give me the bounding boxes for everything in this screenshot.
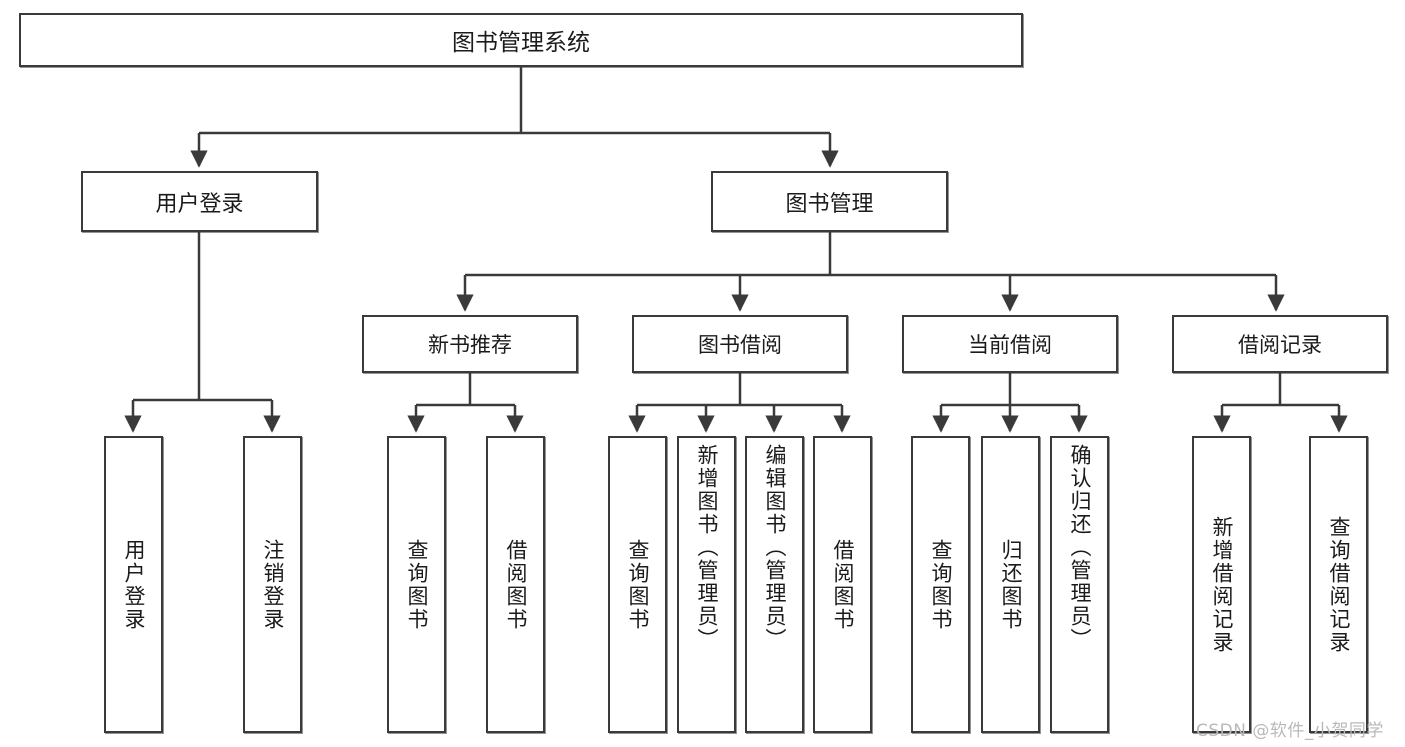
node-new-book-recommend-label: 新书推荐 (428, 333, 512, 357)
leaf-label: 借阅图书 (504, 538, 528, 631)
leaf-recommend-query-book[interactable]: 查询图书 (387, 436, 446, 733)
node-book-management[interactable]: 图书管理 (711, 171, 948, 232)
leaf-current-query-book[interactable]: 查询图书 (911, 436, 970, 733)
node-user-login[interactable]: 用户登录 (81, 171, 318, 232)
leaf-user-login-login[interactable]: 用户登录 (104, 436, 163, 733)
leaf-label: 新增图书（管理员） (695, 444, 719, 651)
leaf-label: 确认归还（管理员） (1068, 444, 1092, 651)
leaf-label: 归还图书 (999, 538, 1023, 631)
leaf-user-login-logout[interactable]: 注销登录 (243, 436, 302, 733)
leaf-borrow-borrow-book[interactable]: 借阅图书 (813, 436, 872, 733)
node-book-borrow[interactable]: 图书借阅 (632, 315, 848, 373)
leaf-current-confirm-return-admin[interactable]: 确认归还（管理员） (1050, 436, 1109, 733)
leaf-label: 查询图书 (929, 538, 953, 631)
leaf-borrow-add-book-admin[interactable]: 新增图书（管理员） (677, 436, 736, 733)
leaf-label: 查询图书 (626, 538, 650, 631)
node-current-borrow-label: 当前借阅 (968, 333, 1052, 357)
leaf-label: 编辑图书（管理员） (763, 444, 787, 651)
leaf-label: 查询借阅记录 (1327, 515, 1351, 654)
leaf-recommend-borrow-book[interactable]: 借阅图书 (486, 436, 545, 733)
leaf-current-return-book[interactable]: 归还图书 (981, 436, 1040, 733)
leaf-label: 新增借阅记录 (1210, 515, 1234, 654)
node-user-login-label: 用户登录 (155, 191, 244, 217)
node-borrow-record-label: 借阅记录 (1238, 333, 1322, 357)
node-root-label: 图书管理系统 (452, 30, 590, 56)
node-borrow-record[interactable]: 借阅记录 (1172, 315, 1388, 373)
leaf-record-query-record[interactable]: 查询借阅记录 (1309, 436, 1368, 733)
node-current-borrow[interactable]: 当前借阅 (902, 315, 1118, 373)
leaf-record-add-record[interactable]: 新增借阅记录 (1192, 436, 1251, 733)
leaf-borrow-query-book[interactable]: 查询图书 (608, 436, 667, 733)
leaf-label: 查询图书 (405, 538, 429, 631)
node-book-borrow-label: 图书借阅 (698, 333, 782, 357)
node-book-management-label: 图书管理 (785, 191, 874, 217)
leaf-borrow-edit-book-admin[interactable]: 编辑图书（管理员） (745, 436, 804, 733)
node-root[interactable]: 图书管理系统 (19, 13, 1023, 67)
leaf-label: 借阅图书 (831, 538, 855, 631)
leaf-label: 注销登录 (261, 538, 285, 631)
leaf-label: 用户登录 (122, 538, 146, 631)
node-new-book-recommend[interactable]: 新书推荐 (362, 315, 578, 373)
watermark: CSDN @软件_小贺同学 (1196, 721, 1384, 741)
